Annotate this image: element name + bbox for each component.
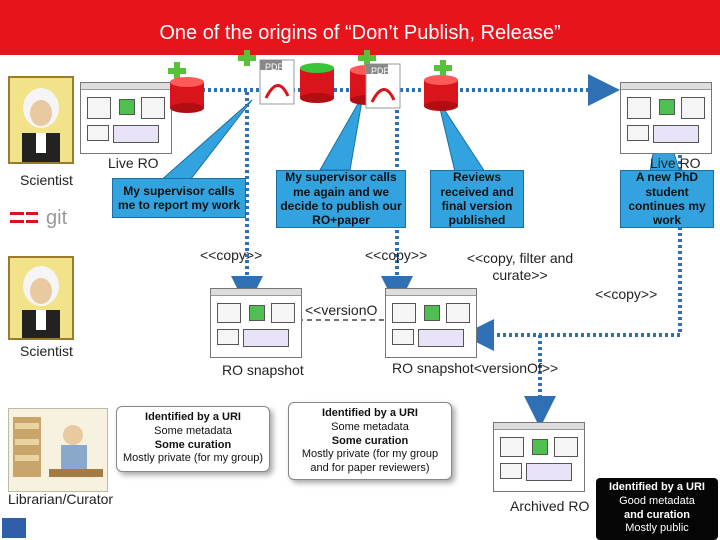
- database-icon: [300, 63, 334, 103]
- role-scientist-top: Scientist: [20, 172, 73, 188]
- note-snapshot-line2: Some metadata: [154, 424, 232, 437]
- note-snapshot-line3: Some curation: [154, 438, 232, 451]
- callout-new-phd: A new PhD student continues my work: [620, 170, 714, 228]
- scientist-portrait-top: [8, 76, 74, 164]
- pdf-label-2: PDF: [371, 66, 389, 76]
- note-archived-line3: and curation: [623, 508, 690, 521]
- role-librarian: Librarian/Curator: [8, 491, 114, 507]
- einstein-icon: [22, 88, 60, 162]
- plus-icon: [168, 62, 186, 80]
- note-archived-line1: Identified by a URI: [609, 481, 705, 493]
- note-versionof: Identified by a URI Some metadata Some c…: [288, 402, 452, 480]
- live-ro-left-thumbnail: [80, 82, 172, 154]
- note-snapshot: Identified by a URI Some metadata Some c…: [116, 406, 270, 472]
- title-banner: [0, 0, 720, 55]
- note-versionof-line3: Some curation: [331, 434, 409, 447]
- note-versionof-line2: Some metadata: [331, 420, 409, 433]
- institution-logo: [2, 518, 26, 538]
- note-archived-line2: Good metadata: [619, 494, 695, 507]
- callout-reviews: Reviews received and final version publi…: [430, 170, 524, 228]
- pdf-icon: [365, 63, 401, 109]
- note-snapshot-line1: Identified by a URI: [145, 411, 241, 423]
- archived-ro-thumbnail: [493, 422, 585, 492]
- git-text: git: [46, 207, 68, 229]
- einstein-icon: [22, 266, 60, 338]
- role-scientist-bottom: Scientist: [20, 343, 73, 359]
- live-ro-left-label: Live RO: [108, 155, 159, 171]
- archived-ro-label: Archived RO: [510, 498, 590, 514]
- copy-label-3: <<copy, filter and curate>>: [466, 250, 574, 283]
- note-versionof-line1: Identified by a URI: [322, 407, 418, 419]
- pdf-label-1: PDF: [265, 62, 283, 72]
- callout-decide-publish: My supervisor calls me again and we deci…: [276, 170, 406, 228]
- copy-label-2: <<copy>>: [365, 247, 428, 263]
- plus-icon: [238, 50, 256, 66]
- git-logo: git: [8, 205, 90, 235]
- copy-label-4: <<copy>>: [595, 286, 658, 302]
- plus-icon: [434, 60, 452, 76]
- scientist-portrait-bottom: [8, 256, 74, 340]
- note-snapshot-line4: Mostly private (for my group): [123, 452, 263, 465]
- plus-icon: [358, 50, 376, 66]
- note-versionof-line4: Mostly private (for my group and for pap…: [301, 448, 439, 474]
- ro-snapshot-versionof-label: RO snapshot<versionOf>>: [392, 360, 559, 376]
- ro-snapshot-versionof-thumbnail: [385, 288, 477, 358]
- ro-snapshot-label: RO snapshot: [222, 362, 304, 378]
- callout-supervisor-report: My supervisor calls me to report my work: [112, 178, 246, 218]
- librarian-icon: [13, 417, 103, 477]
- ro-snapshot-thumbnail: [210, 288, 302, 358]
- database-icon: [424, 75, 458, 111]
- version-of-label: <<versionO: [305, 302, 378, 318]
- live-ro-right-thumbnail: [620, 82, 712, 154]
- librarian-illustration: [8, 408, 108, 492]
- note-archived-line4: Mostly public: [625, 522, 689, 535]
- database-icon: [170, 77, 204, 113]
- copy-label-1: <<copy>>: [200, 247, 263, 263]
- databases-strip: [168, 50, 458, 113]
- page-title: One of the origins of “Don’t Publish, Re…: [159, 22, 561, 44]
- pdf-icon: [259, 59, 295, 105]
- live-ro-right-label: Live RO: [650, 155, 701, 171]
- note-archived: Identified by a URI Good metadata and cu…: [596, 478, 718, 540]
